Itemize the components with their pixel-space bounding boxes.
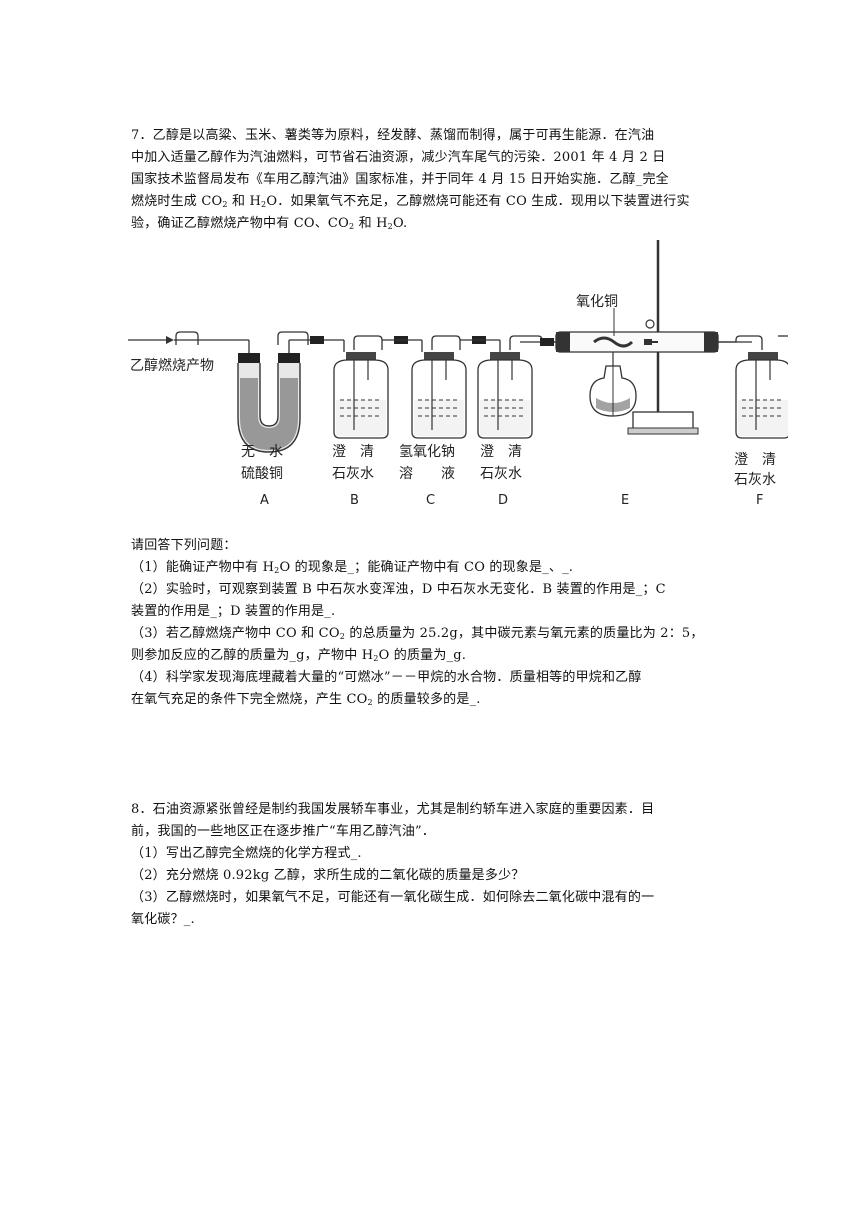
q7-line-5: 验，确证乙醇燃烧产物中有 CO、CO2 和 H2O.	[131, 213, 731, 235]
label-d-letter: D	[498, 493, 508, 508]
subscript: 2	[348, 222, 355, 231]
q7-part-3b: 则参加反应的乙醇的质量为_g，产物中 H2O 的质量为_g.	[131, 645, 731, 667]
q8-part-3a: （3）乙醇燃烧时，如果氧气不足，可能还有一氧化碳生成．如何除去二氧化碳中混有的一	[131, 890, 655, 905]
combustion-tube-e: 氧化铜	[555, 240, 719, 435]
subscript: 2	[222, 200, 228, 209]
q7-part-4b: 在氧气充足的条件下完全燃烧，产生 CO2 的质量较多的是_.	[131, 689, 731, 711]
input-label: 乙醇燃烧产物	[130, 357, 214, 374]
label-b-letter: B	[350, 493, 359, 508]
label-a-line2: 硫酸铜	[241, 466, 283, 482]
text-span: （1）能确证产物中有 H	[131, 560, 275, 575]
q8-part-3b: 氧化碳？_.	[131, 912, 195, 927]
label-e-letter: E	[621, 493, 629, 508]
label-c-letter: C	[426, 493, 435, 508]
label-a-line1: 无 水	[241, 444, 283, 460]
label-d-line2: 石灰水	[480, 466, 522, 482]
q8-part-1: （1）写出乙醇完全燃烧的化学方程式_.	[131, 846, 362, 861]
q7-part-1: （1）能确证产物中有 H2O 的现象是_；能确证产物中有 CO 的现象是_、_.	[131, 557, 731, 579]
q7-line-2: 中加入适量乙醇作为汽油燃料，可节省石油资源，减少汽车尾气的污染．2001 年 4…	[131, 150, 666, 165]
label-a-letter: A	[260, 493, 269, 508]
q8-line-1: 8．石油资源紧张曾经是制约我国发展轿车事业，尤其是制约轿车进入家庭的重要因素．目	[131, 802, 655, 817]
subscript: 2	[339, 632, 345, 641]
text-span: 燃烧时生成 CO	[131, 194, 223, 209]
text-span: 则参加反应的乙醇的质量为_g，产物中 H	[131, 648, 374, 663]
label-f-line1: 澄 清	[734, 452, 776, 468]
text-span: 和 H	[354, 216, 388, 231]
q7-intro: 请回答下列问题：	[131, 538, 237, 553]
q7-line-1: 7．乙醇是以高粱、玉米、薯类等为原料，经发酵、蒸馏而制得，属于可再生能源．在汽油	[131, 128, 655, 143]
question-8-text: 8．石油资源紧张曾经是制约我国发展轿车事业，尤其是制约轿车进入家庭的重要因素．目…	[131, 799, 731, 931]
apparatus-diagram: 乙醇燃烧产物	[128, 240, 788, 508]
q7-part-2a: （2）实验时，可观察到装置 B 中石灰水变浑浊，D 中石灰水无变化．B 装置的作…	[131, 582, 666, 597]
bottle-f	[718, 341, 788, 439]
label-d-line1: 澄 清	[480, 444, 522, 460]
subscript: 2	[367, 698, 373, 707]
label-c-line1: 氢氧化钠	[399, 444, 455, 460]
q7-line-3: 国家技术监督局发布《车用乙醇汽油》国家标准，并于同年 4 月 15 日开始实施．…	[131, 172, 669, 187]
bottle-c	[382, 336, 467, 439]
text-span: O 的现象是_；能确证产物中有 CO 的现象是_、_.	[279, 560, 574, 575]
text-span: O.	[392, 216, 408, 231]
q8-line-2: 前，我国的一些地区正在逐步推广“车用乙醇汽油”．	[131, 824, 436, 839]
text-span: 验，确证乙醇燃烧产物中有 CO、CO	[131, 216, 349, 231]
q7-part-3a: （3）若乙醇燃烧产物中 CO 和 CO2 的总质量为 25.2g，其中碳元素与氧…	[131, 623, 731, 645]
label-f-line2: 石灰水	[734, 472, 776, 488]
u-tube-a	[174, 339, 314, 453]
subscript: 2	[261, 200, 267, 209]
text-span: 的总质量为 25.2g，其中碳元素与氧元素的质量比为 2：5，	[344, 626, 704, 641]
text-span: O 的质量为_g.	[378, 648, 467, 663]
question-7-text: 7．乙醇是以高粱、玉米、薯类等为原料，经发酵、蒸馏而制得，属于可再生能源．在汽油…	[131, 125, 731, 235]
text-span: 的质量较多的是_.	[372, 692, 481, 707]
q7-line-4: 燃烧时生成 CO2 和 H2O．如果氧气不充足，乙醇燃烧可能还有 CO 生成．现…	[131, 191, 731, 213]
cuo-label: 氧化铜	[576, 294, 618, 310]
text-span: O．如果氧气不充足，乙醇燃烧可能还有 CO 生成．现用以下装置进行实	[266, 194, 690, 209]
subscript: 2	[274, 566, 280, 575]
bottle-b	[310, 336, 389, 439]
input-arrow	[128, 336, 174, 344]
question-7-subquestions: 请回答下列问题： （1）能确证产物中有 H2O 的现象是_；能确证产物中有 CO…	[131, 535, 731, 711]
label-f-letter: F	[756, 493, 763, 508]
q7-part-4a: （4）科学家发现海底埋藏着大量的“可燃冰”－－甲烷的水合物．质量相等的甲烷和乙醇	[131, 670, 642, 685]
text-span: （3）若乙醇燃烧产物中 CO 和 CO	[131, 626, 340, 641]
subscript: 2	[373, 654, 379, 663]
subscript: 2	[387, 222, 393, 231]
q8-part-2: （2）充分燃烧 0.92kg 乙醇，求所生成的二氧化碳的质量是多少？	[131, 868, 525, 883]
label-c-line2: 溶 液	[399, 466, 455, 482]
bottle-d	[460, 336, 558, 439]
label-b-line1: 澄 清	[332, 444, 374, 460]
q7-part-2b: 装置的作用是_；D 装置的作用是_.	[131, 604, 336, 619]
text-span: 和 H	[227, 194, 262, 209]
label-b-line2: 石灰水	[332, 466, 374, 482]
text-span: 在氧气充足的条件下完全燃烧，产生 CO	[131, 692, 368, 707]
